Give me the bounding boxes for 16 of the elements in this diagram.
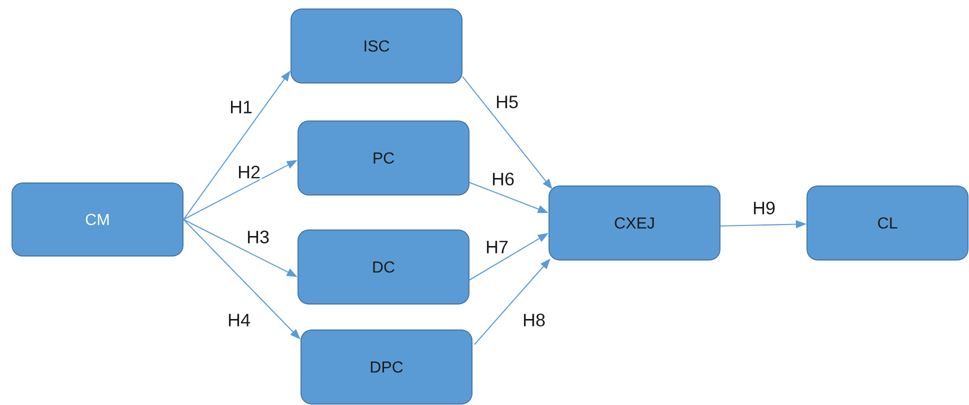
edge-label: H7	[484, 239, 510, 255]
edge-label: H8	[521, 312, 547, 328]
process-box: DPC	[300, 330, 472, 404]
edge-label: H9	[751, 200, 777, 216]
edge-label: H5	[494, 94, 520, 110]
process-box: CXEJ	[548, 186, 720, 260]
process-box: CL	[806, 186, 968, 260]
edge-label: H1	[228, 99, 254, 115]
process-box: ISC	[290, 8, 462, 84]
edge-label: H6	[490, 171, 516, 187]
process-box: DC	[298, 230, 470, 304]
edge-label: H2	[236, 164, 262, 180]
process-box: CM	[12, 182, 184, 256]
edge-label: H4	[226, 312, 252, 328]
edge-label: H3	[245, 229, 271, 245]
process-box: PC	[298, 120, 470, 196]
